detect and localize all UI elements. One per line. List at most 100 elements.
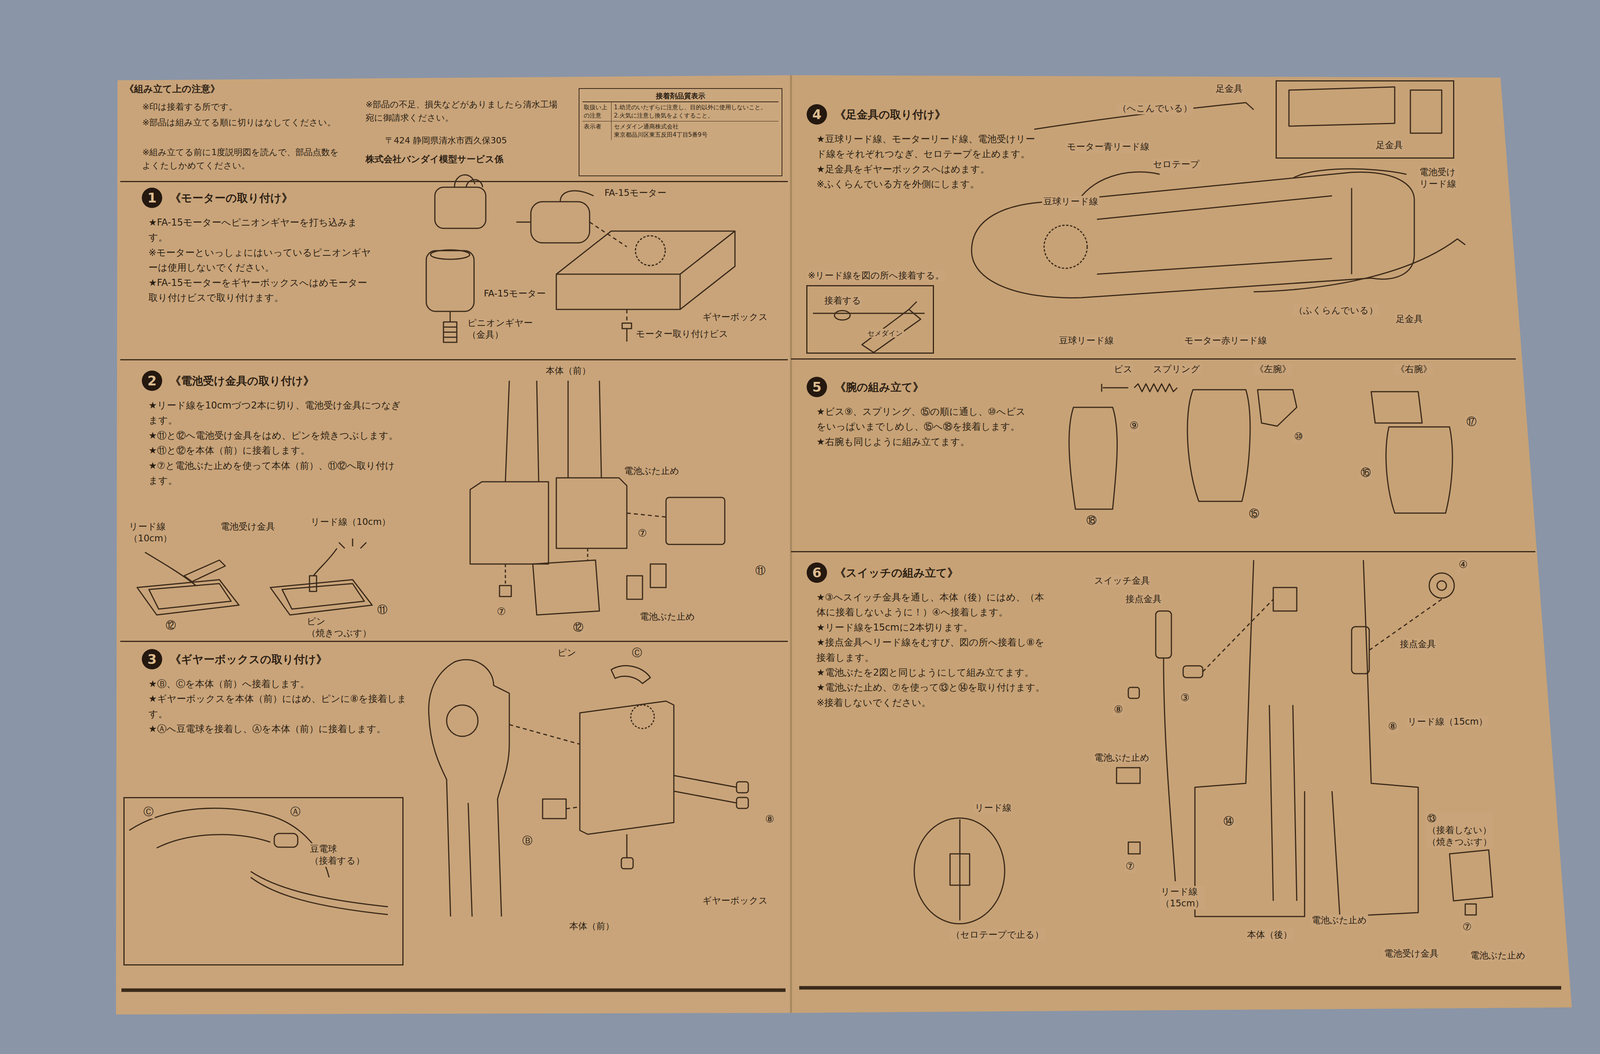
switch-body-drawing (1183, 666, 1203, 678)
callout-number: ⑧ (1112, 703, 1124, 717)
callout-number: ⑩ (1292, 430, 1305, 444)
arm-drawing (1134, 383, 1178, 392)
motor-drawing (530, 201, 590, 243)
foot-bracket-drawing (971, 172, 1415, 299)
motor-drawing (443, 327, 457, 338)
part-label: モーター青リード線 (1065, 141, 1151, 153)
switch-body-drawing (1163, 658, 1176, 882)
instruction-text: ★⑪と⑫を本体（前）に接着します。 (148, 443, 404, 458)
instruction-text: ★⑪と⑫へ電池受け金具をはめ、ピンを焼きつぶします。 (148, 428, 404, 444)
part-label: 電池ぶた止め (1093, 752, 1151, 764)
text-slot: 2 (141, 370, 163, 391)
part-label: 電池ぶた止め (1310, 914, 1369, 927)
callout-number: ⑧ (1386, 720, 1399, 734)
table-title: 接着剤品質表示 (582, 90, 779, 103)
battery-terminal-drawing (184, 560, 226, 582)
part-label: 接点金具 (1398, 638, 1438, 651)
legs-drawing (505, 380, 539, 482)
motor-drawing (434, 187, 486, 229)
switch-body-drawing (1429, 573, 1455, 599)
part-label: Ⓐ (289, 805, 302, 819)
part-label: 豆球リード線 (1042, 195, 1100, 208)
part-label: リード線 （15cm） (1159, 886, 1206, 910)
gearbox-body-drawing (129, 659, 749, 917)
battery-terminal-drawing (309, 575, 317, 592)
callout-number: ⑦ (495, 605, 507, 619)
instruction-text: ★足金具をギヤーボックスへはめます。 (816, 161, 1036, 177)
part-label: スプリング (1151, 363, 1202, 376)
part-label: モーター赤リード線 (1183, 334, 1269, 347)
legs-drawing (650, 564, 667, 588)
part-label: 電池ぶた止め (1469, 950, 1527, 962)
step-heading: 《足金具の取り付け》 (834, 107, 946, 123)
part-label: 電池ぶた止め (638, 611, 697, 623)
text-slot: 《スイッチの組み立て》 (834, 565, 959, 581)
instruction-text: ★ビス⑨、スプリング、⑮の順に通し、⑩へビスをいっぱいまでしめし、⑮へ⑱を接着し… (816, 404, 1029, 435)
instruction-text: ★リード線を15cmに2本切ります。 (816, 620, 1052, 636)
switch-body-drawing (1128, 687, 1140, 699)
foot-bracket-drawing (1096, 188, 1352, 275)
foot-bracket-drawing (1034, 102, 1254, 130)
callout-number: ⑫ (571, 620, 585, 635)
motor-drawing (589, 222, 627, 323)
motor-drawing (516, 221, 531, 223)
part-label: セロテープ (1151, 158, 1201, 171)
table-cell-text: 表示者 (583, 122, 610, 131)
text-slot: 3 (141, 649, 163, 670)
part-label: スイッチ金具 (1093, 575, 1152, 587)
paper-sheet (121, 988, 786, 993)
part-label: （ふくらんでいる） (1292, 304, 1380, 317)
paper-sheet (799, 986, 1562, 991)
instruction-text: ★Ⓑ、Ⓒを本体（前）へ接着します。 (148, 676, 415, 692)
note-text: ※部品は組み立てる順に切りはなしてください。 (141, 115, 348, 130)
motor-drawing (635, 235, 666, 266)
step-panel: 6《スイッチの組み立て》★③へスイッチ金具を通し、本体（後）にはめ、（本体に接着… (790, 551, 1536, 988)
arm-drawing (1069, 407, 1118, 510)
step-heading: 《腕の組み立て》 (834, 380, 924, 395)
part-label: 接着する (823, 295, 863, 307)
motor-drawing (430, 249, 470, 260)
motor-drawing (560, 190, 594, 202)
callout-number: ⑦ (636, 526, 648, 541)
foot-bracket-drawing (1077, 168, 1407, 202)
arm-drawing (1069, 383, 1453, 514)
text-slot: 6 (806, 562, 828, 583)
address: 〒424 静岡県清水市西久保305 (383, 133, 583, 148)
switch-body-drawing (1155, 611, 1172, 659)
foot-bracket-drawing (1288, 86, 1442, 134)
callout-number: ⑮ (1247, 507, 1261, 521)
step-heading: 《ギヤーボックスの取り付け》 (170, 652, 328, 668)
gearbox-body-drawing (446, 705, 478, 737)
paper-sheet (790, 75, 793, 1014)
part-label: 足金具 (1214, 83, 1244, 95)
part-label: 《右腕》 (1394, 363, 1434, 376)
part-label: ※リード線を図の所へ接着する。 (806, 269, 946, 282)
legs-drawing (626, 575, 643, 600)
part-label: ギヤーボックス (701, 311, 770, 324)
company-name: 株式会社バンダイ模型サービス係 (364, 153, 505, 166)
text-slot: ★FA-15モーターへピニオンギヤーを打ち込みます。※モーターといっしょにはいっ… (148, 215, 376, 306)
step-number: 6 (806, 562, 828, 583)
text-slot: 5 (806, 376, 828, 398)
callout-number: ⑫ (164, 619, 178, 633)
part-label: 本体（前） (544, 365, 592, 377)
motor-drawing (449, 311, 451, 323)
detail-inset: ⒸⒶ豆電球 （接着する） (123, 797, 404, 966)
text-slot: 1 (141, 187, 163, 209)
callout-number: ⑦ (1124, 859, 1136, 874)
step-number: 1 (141, 187, 163, 209)
table-cell: 表示者 (582, 121, 612, 141)
part-label: 電池受け金具 (1382, 948, 1440, 960)
part-label: Ⓒ (142, 805, 155, 819)
part-label: リード線 （10cm） (127, 521, 174, 545)
part-label: リード線（15cm） (1406, 716, 1489, 728)
table-cell-text: セメダイン通商株式会社 (613, 122, 777, 131)
step-heading: 《モーターの取り付け》 (170, 190, 293, 206)
arm-drawing (1101, 383, 1129, 392)
step-number: 3 (141, 649, 163, 670)
table-cell-text: 2.火気に注意し換気をよくすること。 (613, 111, 777, 120)
glue-inset: ※リード線を図の所へ接着する。接着するセメダイン (806, 285, 934, 354)
step-panel: 5 《腕の組み立て》 ★ビス⑨、スプリング、⑮の順に通し、⑩へビスをいっぱいまでしめ… (790, 358, 1516, 552)
part-label: （へこんでいる） (1116, 102, 1194, 115)
instruction-text: ※ふくらんでいる方を外側にします。 (816, 176, 1036, 192)
